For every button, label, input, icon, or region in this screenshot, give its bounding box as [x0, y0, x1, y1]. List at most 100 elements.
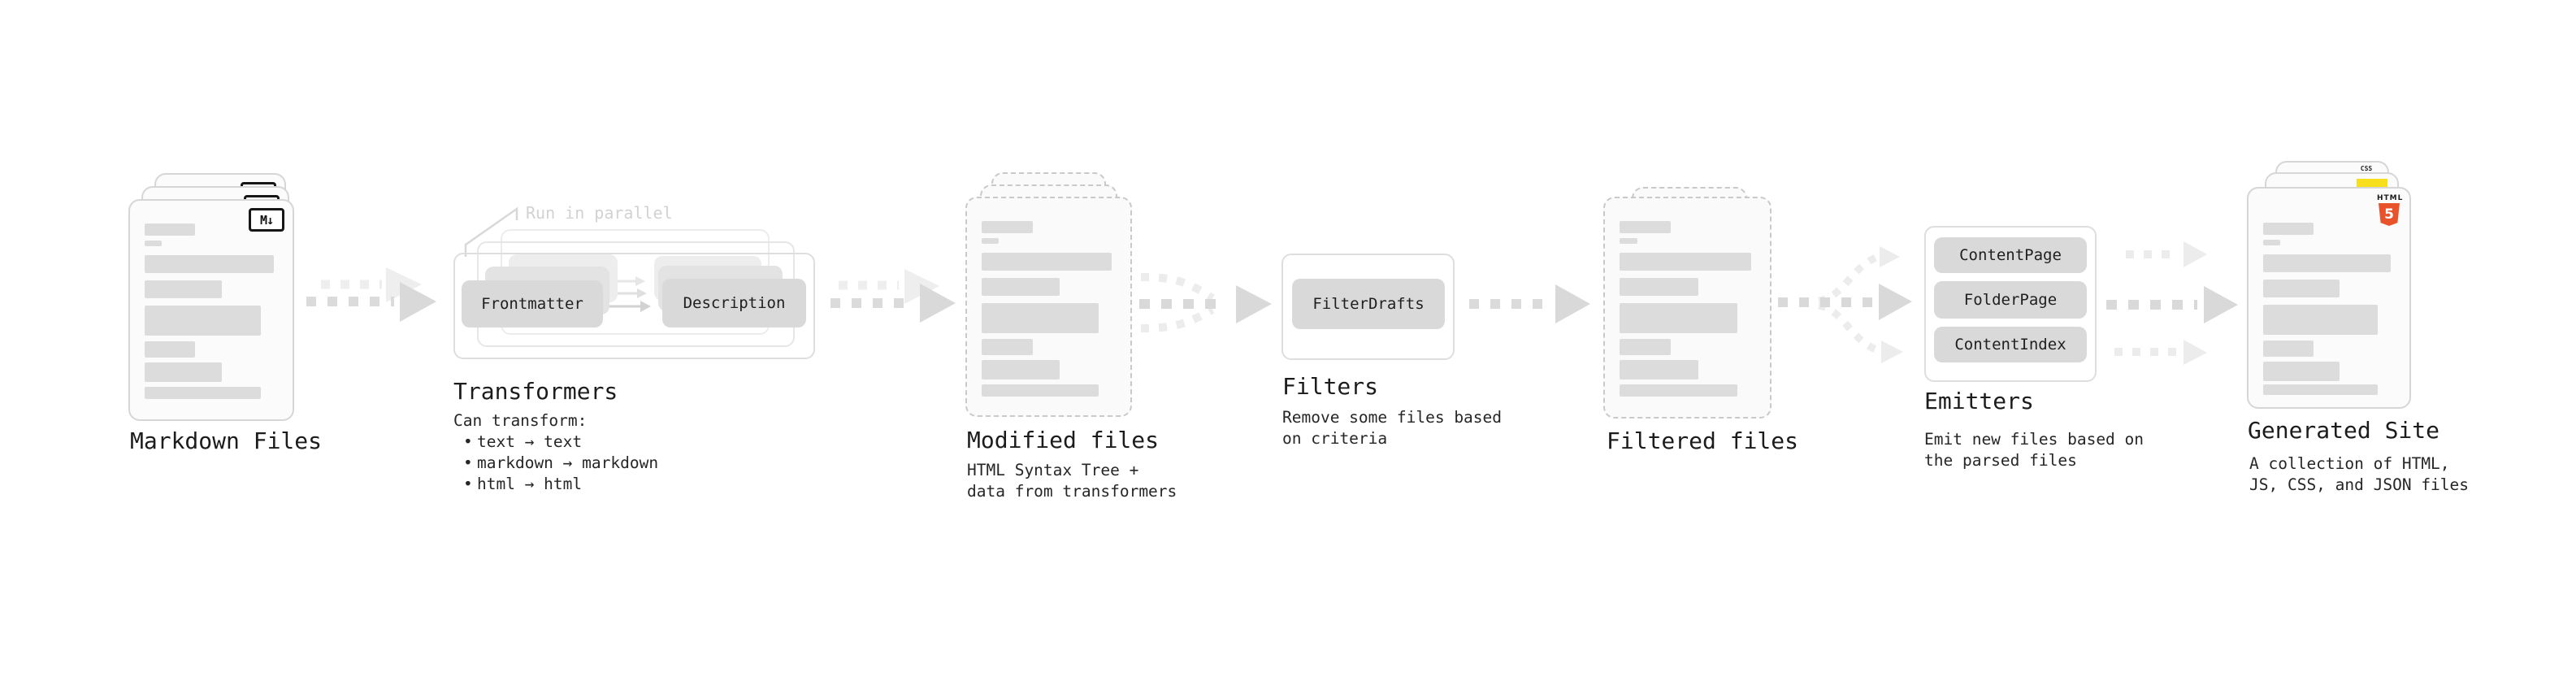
bullet-item: •html → html: [463, 474, 658, 495]
content-bar: [145, 241, 163, 246]
transformer-group-box: [453, 253, 815, 359]
caption-line: Emit new files based on: [1924, 430, 2144, 449]
emitter-content-page-pill: ContentPage: [1934, 237, 2087, 273]
filter-drafts-pill: FilterDrafts: [1292, 279, 1445, 329]
run-in-parallel-note: Run in parallel: [526, 203, 673, 223]
emitters-caption: Emit new files based on the parsed files: [1924, 429, 2144, 471]
content-bar: [145, 255, 275, 273]
filtered-files-label: Filtered files: [1607, 427, 1799, 454]
transformers-caption: Can transform: •text → text •markdown → …: [453, 410, 658, 495]
bullet-glyph: •: [463, 453, 473, 472]
arrow-emitters-to-generated: [2106, 241, 2238, 365]
file-card: HTML 5: [2247, 187, 2411, 409]
arrow-transformers-to-modified: [830, 269, 956, 323]
content-bar: [145, 341, 196, 358]
content-bar: [1620, 384, 1738, 397]
bullet-item: •markdown → markdown: [463, 453, 658, 474]
section-modified-files: [965, 172, 1136, 432]
emitters-group-box: [1924, 226, 2097, 382]
content-bar: [1620, 278, 1698, 296]
css-icon-label: CSS: [2360, 165, 2373, 172]
file-card: M↓: [128, 199, 294, 421]
caption-line: data from transformers: [967, 482, 1177, 501]
bullet-text: markdown → markdown: [477, 453, 659, 472]
content-bar: [1620, 339, 1672, 355]
content-bar: [2263, 384, 2378, 395]
bullet-glyph: •: [463, 432, 473, 451]
content-bar: [982, 221, 1033, 233]
file-card-dashed: [1603, 197, 1772, 419]
document-content-placeholder: [130, 201, 293, 399]
content-bar: [982, 253, 1112, 271]
bullet-item: •text → text: [463, 432, 658, 453]
section-generated-site: CSS HTML 5: [2247, 161, 2418, 421]
content-bar: [1620, 303, 1738, 333]
bullet-text: text → text: [477, 432, 583, 451]
caption-line: A collection of HTML,: [2249, 454, 2450, 473]
content-bar: [1620, 221, 1672, 233]
content-bar: [982, 339, 1033, 355]
html5-icon: HTML 5: [2377, 194, 2404, 226]
section-emitters: ContentPage FolderPage ContentIndex: [1924, 226, 2097, 388]
modified-files-caption: HTML Syntax Tree + data from transformer…: [967, 460, 1177, 502]
content-bar: [1620, 238, 1637, 244]
modified-files-label: Modified files: [967, 427, 1160, 453]
content-bar: [982, 238, 1000, 244]
section-markdown-files: M↓ M↓ M↓: [128, 173, 294, 514]
transformer-frontmatter-pill: Frontmatter: [462, 280, 603, 327]
generated-site-caption: A collection of HTML, JS, CSS, and JSON …: [2249, 453, 2469, 496]
caption-line: HTML Syntax Tree +: [967, 461, 1139, 479]
bullet-glyph: •: [463, 475, 473, 493]
content-bar: [1620, 253, 1751, 271]
arrow-filters-to-filtered: [1469, 284, 1590, 323]
bullet-text: html → html: [477, 475, 583, 493]
arrow-modified-to-filters: [1139, 273, 1272, 332]
arrow-markdown-to-transformers: [306, 267, 436, 322]
filters-label: Filters: [1282, 373, 1379, 400]
transformer-description-pill: Description: [662, 279, 806, 327]
content-bar: [982, 384, 1099, 397]
emitter-folder-page-pill: FolderPage: [1934, 281, 2087, 319]
html5-shield: 5: [2379, 203, 2400, 226]
caption-line: Can transform:: [453, 411, 588, 430]
caption-line: JS, CSS, and JSON files: [2249, 475, 2470, 494]
content-bar: [145, 387, 261, 399]
section-transformers: Frontmatter Description: [453, 229, 827, 375]
run-in-parallel-leader-line: [464, 206, 518, 257]
html5-icon-label: HTML: [2377, 194, 2404, 202]
content-bar: [2263, 280, 2340, 297]
generated-site-label: Generated Site: [2248, 417, 2440, 444]
content-bar: [2263, 223, 2314, 235]
content-bar: [145, 280, 223, 298]
content-bar: [2263, 362, 2340, 381]
content-bar: [2263, 340, 2314, 357]
content-bar: [145, 223, 196, 236]
css-file-icon: CSS: [2357, 166, 2376, 172]
document-content-placeholder: [967, 198, 1130, 397]
content-bar: [145, 306, 261, 336]
emitters-label: Emitters: [1924, 388, 2034, 414]
transformer-parallel-arrows: [609, 276, 651, 312]
content-bar: [982, 303, 1099, 333]
emitter-content-index-pill: ContentIndex: [1934, 327, 2087, 362]
content-bar: [982, 360, 1060, 380]
content-bar: [1620, 360, 1698, 380]
html5-number: 5: [2384, 206, 2394, 223]
content-bar: [982, 278, 1060, 296]
content-bar: [2263, 254, 2392, 272]
section-filters: FilterDrafts: [1281, 254, 1455, 367]
caption-line: on criteria: [1282, 429, 1388, 448]
document-content-placeholder: [2249, 189, 2409, 395]
filters-group-box: [1281, 254, 1455, 360]
transformers-label: Transformers: [453, 378, 618, 405]
caption-line: Remove some files based: [1282, 408, 1503, 427]
arrow-filtered-to-emitters: [1778, 246, 1912, 363]
file-card-dashed: [965, 197, 1132, 417]
caption-line: the parsed files: [1924, 451, 2077, 470]
content-bar: [145, 362, 223, 382]
content-bar: [2263, 240, 2281, 245]
section-filtered-files: [1603, 187, 1774, 431]
markdown-icon: M↓: [249, 208, 284, 232]
